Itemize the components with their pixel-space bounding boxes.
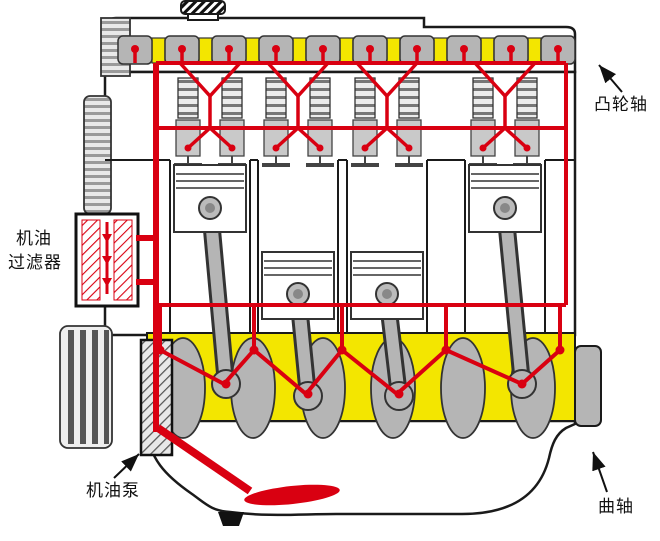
piston-rings bbox=[176, 173, 539, 276]
oil-pickup-tube bbox=[155, 424, 253, 495]
camshaft-label: 凸轮轴 bbox=[594, 95, 648, 114]
drain-plug bbox=[218, 512, 244, 526]
callout-arrows bbox=[113, 64, 623, 493]
oil-circuit bbox=[133, 49, 568, 432]
valve-springs bbox=[177, 77, 538, 119]
oil-pump-label: 机油泵 bbox=[86, 481, 140, 500]
oil-pickup bbox=[155, 424, 340, 506]
camshaft-arrow bbox=[598, 64, 623, 93]
camshaft-journals bbox=[151, 37, 542, 64]
oil-strainer bbox=[244, 484, 340, 506]
oil-filler-cap bbox=[180, 0, 226, 21]
middle-ribbed-pulley bbox=[83, 95, 112, 215]
crankshaft-label: 曲轴 bbox=[598, 497, 634, 516]
pistons-and-rods bbox=[173, 164, 542, 411]
oil-filter-label-line1: 机油 bbox=[16, 229, 52, 248]
piston-2 bbox=[261, 251, 335, 320]
oil-pump-arrow bbox=[113, 453, 140, 479]
oil-feed-points bbox=[131, 45, 565, 399]
oil-pan bbox=[145, 419, 577, 517]
oil-filter-label-line2: 过滤器 bbox=[8, 253, 62, 272]
crankshaft-end bbox=[574, 345, 602, 427]
pulley-grooves bbox=[68, 330, 109, 444]
filter-media-left bbox=[81, 219, 101, 301]
filter-flow-arrows bbox=[102, 234, 112, 287]
oil-filter bbox=[74, 212, 140, 308]
filter-media-right bbox=[113, 219, 133, 301]
crankshaft-arrow bbox=[592, 451, 608, 493]
wrist-pins bbox=[198, 196, 517, 306]
